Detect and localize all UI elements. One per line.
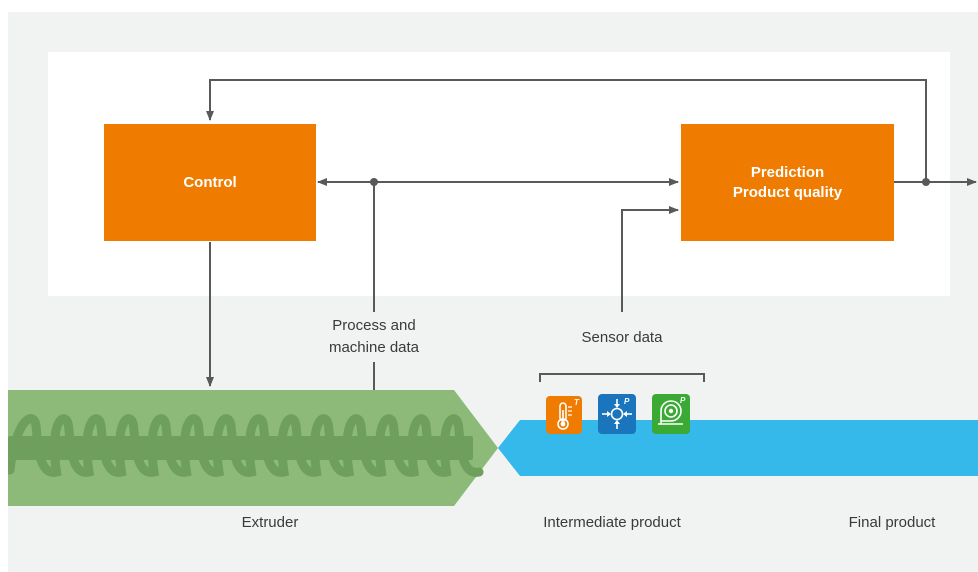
control-box: Control [104,124,316,241]
sensor-data-label: Sensor data [581,329,663,346]
extruder-label: Extruder [241,514,299,531]
sensor-bracket [539,373,705,382]
feedback-line [206,79,927,182]
prediction-label-line2: Product quality [732,183,843,201]
final-product-label: Final product [848,514,936,531]
flow-meter-icon: P [652,394,690,434]
process-data-label-line1: Process and [332,317,416,334]
control-label: Control [183,173,237,191]
prediction-label-line1: Prediction [750,163,825,181]
product-stream [498,420,978,476]
output-junction [922,178,930,186]
flow-letter: P [680,396,686,405]
prediction-box: Prediction Product quality [681,124,894,241]
intermediate-product-label: Intermediate product [543,514,681,531]
extruder-screw [8,414,484,477]
extruder-shaft [8,436,473,460]
process-data-label-line2: machine data [328,339,420,356]
thermometer-icon: T [546,396,582,434]
pressure-gauge-icon: P [598,394,636,434]
temperature-letter: T [574,398,580,407]
process-data-label: Process and machine data [304,315,444,359]
bus-junction [370,178,378,186]
pressure-letter: P [624,397,630,406]
sensor-data-line [621,206,679,312]
